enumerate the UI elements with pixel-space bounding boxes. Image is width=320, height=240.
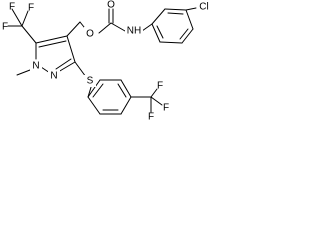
bond-ar1-cl: [185, 7, 197, 11]
bond-c3-c4-double: [38, 40, 67, 48]
bond-ar1-b: [164, 8, 187, 11]
bond-ar1-f: [151, 23, 161, 43]
atom-f-1: F: [9, 2, 15, 13]
bond-ar1-a: [151, 8, 166, 25]
bond-c3-c4: [35, 35, 68, 44]
atom-o-ester: O: [86, 29, 94, 40]
bond-cf3-to-c3: [21, 25, 37, 44]
bond-nh-ring: [141, 23, 153, 32]
bond-cf3b-f4: [150, 88, 158, 98]
bond-cf3-c-f3: [21, 10, 29, 27]
atom-f-6: F: [148, 112, 154, 123]
bond-ar2-a: [87, 96, 101, 115]
atom-cl: Cl: [199, 2, 208, 13]
bond-ar2-d: [120, 79, 132, 98]
bond-c-nh: [110, 22, 126, 32]
bond-ar2-c: [120, 96, 132, 115]
atom-f-5: F: [163, 103, 169, 114]
atom-nh: NH: [127, 26, 141, 37]
bond-c4-c5: [66, 35, 76, 63]
bond-ar1-e: [159, 41, 183, 44]
atom-n-2: N: [32, 61, 39, 72]
bond-ar1-c: [185, 9, 194, 30]
bond-ar1-inner-1: [167, 12, 184, 15]
bond-ar1-inner-3: [156, 25, 164, 39]
atom-n-1: N: [50, 71, 57, 82]
atom-label-layer: F F F N N O O NH Cl S F F F: [2, 0, 209, 123]
atom-f-4: F: [157, 81, 163, 92]
atom-s: S: [87, 76, 94, 87]
bond-cf3b-f5: [150, 96, 163, 106]
atom-f-3: F: [28, 3, 34, 14]
bond-ar2-inner-2: [117, 83, 127, 98]
bond-ar1-d: [181, 28, 194, 44]
bond-cf3-c-f1: [11, 8, 23, 27]
bond-n-methyl: [16, 69, 31, 76]
atom-o-carbonyl: O: [107, 0, 115, 11]
bond-c5-s: [74, 61, 87, 78]
atom-f-2: F: [2, 22, 8, 33]
bond-c5-n1-double: [55, 58, 72, 70]
bond-ar2-inner-3: [92, 83, 104, 98]
bond-ar1-inner-2: [179, 28, 189, 40]
bond-c4-ch2: [66, 21, 81, 37]
bond-ar2-f: [87, 79, 101, 98]
bond-o-c: [98, 22, 112, 34]
chemical-structure-diagram: F F F N N O O NH Cl S F F F: [2, 0, 209, 123]
